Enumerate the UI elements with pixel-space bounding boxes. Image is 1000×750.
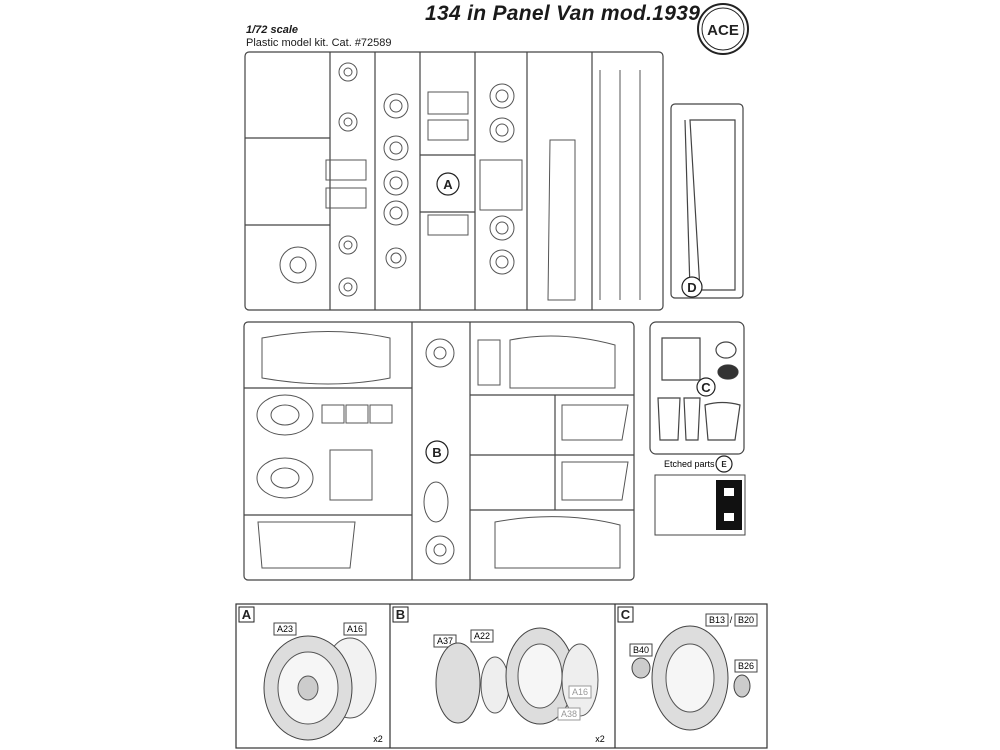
sprue-b-label: B (432, 445, 441, 460)
part-b26: B26 (738, 661, 754, 671)
part-slash: / (730, 615, 733, 625)
part-a16: A16 (347, 624, 363, 634)
svg-text:ACE: ACE (707, 22, 739, 39)
kit-catalog-text: Plastic model kit. Cat. #72589 (246, 37, 392, 49)
page-title: 134 in Panel Van mod.1939 (425, 2, 701, 25)
assembly-a-label: A (242, 607, 252, 622)
assembly-b-qty: x2 (595, 734, 605, 744)
sprue-a-badge: A (436, 172, 460, 196)
assembly-frame (235, 603, 768, 749)
assembly-b: B A37 A22 A16 A38 x2 (392, 606, 605, 744)
etched-caption: Etched parts (664, 459, 715, 469)
assembly-a-qty: x2 (373, 734, 383, 744)
assembly-c-label: C (621, 607, 631, 622)
part-a23: A23 (277, 624, 293, 634)
ace-logo: ACE (696, 2, 750, 56)
part-a22: A22 (474, 631, 490, 641)
sprue-c-label: C (701, 380, 711, 395)
part-a16-ghost: A16 (572, 687, 588, 697)
assembly-b-label: B (396, 607, 405, 622)
sprue-b (243, 321, 635, 581)
sprue-d-badge: D (681, 276, 703, 298)
part-a38-ghost: A38 (561, 709, 577, 719)
sprue-e-label: E (721, 460, 727, 469)
sprue-d (670, 103, 744, 299)
part-a37: A37 (437, 636, 453, 646)
assembly-a: A A23 A16 x2 (238, 606, 383, 744)
part-b20: B20 (738, 615, 754, 625)
sprue-a-label: A (443, 177, 453, 192)
part-b40: B40 (633, 645, 649, 655)
part-b13: B13 (709, 615, 725, 625)
assembly-c: C B13 / B20 B40 B26 (617, 606, 758, 731)
sprue-d-label: D (687, 280, 696, 295)
sprue-c-badge: C (696, 377, 716, 397)
sprue-a (244, 51, 664, 311)
sprue-b-badge: B (425, 440, 449, 464)
etched-fret (654, 474, 746, 536)
scale-text: 1/72 scale (246, 24, 298, 36)
etched-badge: E (715, 455, 733, 473)
